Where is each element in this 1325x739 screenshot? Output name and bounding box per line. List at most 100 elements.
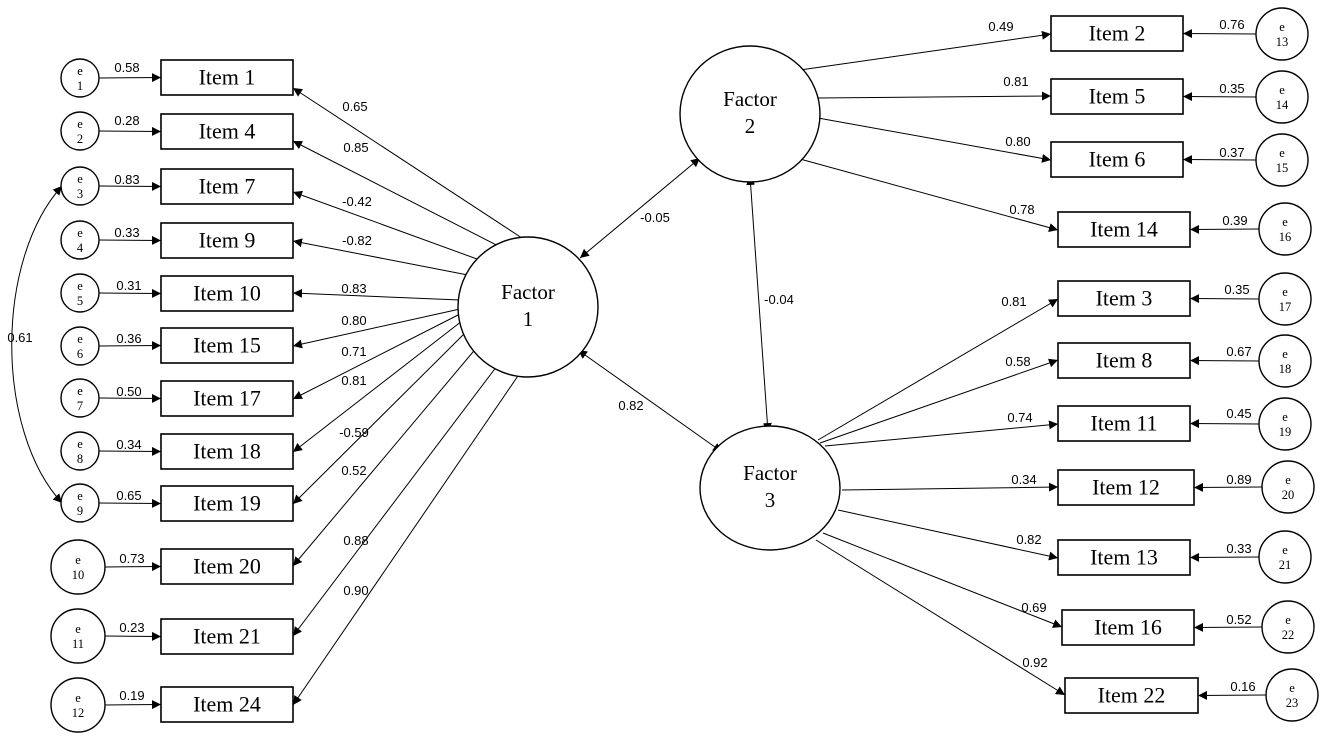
error-number: 15 [1276,161,1289,175]
error-number: 3 [77,187,83,201]
error-number: 6 [77,347,83,361]
error-loading-value: 0.45 [1226,406,1251,421]
item-box [1050,141,1184,178]
item-node: Item 7 [160,168,294,205]
error-arrow [1182,92,1257,102]
error-arrow [1189,224,1260,234]
error-circle [1261,600,1315,654]
error-loading-value: 0.34 [116,437,141,452]
error-loading-value: 0.83 [114,172,139,187]
error-loading-value: 0.73 [119,551,144,566]
error-arrow [1189,419,1260,429]
item-node: Item 18 [160,433,294,470]
error-node: e18 [1258,334,1312,388]
item-label: Item 4 [199,119,256,144]
loading-value: -0.42 [342,194,372,209]
error-node: e23 [1265,668,1319,722]
error-arrow [1189,356,1260,366]
error-circle [60,166,100,206]
item-node: Item 5 [1050,78,1184,115]
error-number: 11 [72,637,84,651]
error-node: e15 [1255,133,1309,187]
item-node: Item 13 [1057,539,1191,576]
item-label: Item 21 [193,624,261,649]
loading-arrow [292,345,479,567]
error-loading-value: 0.58 [114,60,139,75]
error-letter: e [77,384,83,398]
loading-arrow [822,532,1063,628]
factor-covariance-value: -0.05 [640,210,670,225]
loading-value: 0.58 [1005,354,1030,369]
error-letter: e [77,489,83,503]
item-box [160,222,294,259]
error-number: 13 [1276,35,1289,49]
error-letter: e [77,64,83,78]
item-label: Item 16 [1094,615,1162,640]
factor-covariance-arrow [577,349,723,453]
error-node: e11 [50,608,106,664]
error-letter: e [1282,543,1288,557]
error-circle [1258,202,1312,256]
error-loading-value: 0.28 [114,113,139,128]
loading-value: 0.83 [341,281,366,296]
loading-arrow [292,361,501,637]
loading-value: -0.59 [339,425,369,440]
item-box [160,485,294,522]
error-node: e21 [1258,530,1312,584]
error-loading-value: 0.16 [1230,679,1255,694]
loading-value: 0.49 [988,19,1013,34]
error-circle [1258,530,1312,584]
loading-value: 0.71 [341,344,366,359]
error-loading-value: 0.50 [116,384,141,399]
item-box [1064,677,1199,714]
coefficient-labels-layer: 0.650.85-0.42-0.820.830.800.710.81-0.590… [7,17,1255,703]
item-label: Item 13 [1090,545,1158,570]
error-arrow [1193,482,1263,492]
item-box [1057,280,1191,317]
error-node: e7 [60,378,100,418]
error-circle [60,111,100,151]
item-node: Item 4 [160,113,294,150]
error-node: e3 [60,166,100,206]
loading-arrow [799,30,1052,71]
loading-arrow [292,87,526,241]
error-letter: e [75,691,81,705]
error-arrow [98,288,162,298]
item-box [160,618,294,655]
error-number: 14 [1276,98,1289,112]
error-letter: e [1282,285,1288,299]
error-number: 9 [77,504,83,518]
error-arrow [98,73,162,83]
error-circle [1258,397,1312,451]
loading-value: 0.80 [1005,134,1030,149]
error-letter: e [1279,83,1285,97]
loading-value: 0.88 [343,533,368,548]
item-box [1057,469,1195,506]
error-circle [1258,272,1312,326]
loading-value: 0.69 [1021,600,1046,615]
error-letter: e [77,279,83,293]
loading-value: 0.74 [1007,410,1032,425]
factor-ellipse [699,425,841,551]
loading-value: 0.85 [343,140,368,155]
error-loading-value: 0.31 [116,278,141,293]
item-node: Item 11 [1057,405,1191,442]
error-arrow [1182,155,1257,165]
error-circle [50,539,106,595]
loading-value: 0.81 [1001,294,1026,309]
item-label: Item 9 [199,228,256,253]
error-node: e8 [60,431,100,471]
loading-arrow [841,482,1059,492]
error-number: 16 [1279,230,1292,244]
factor-covariance-value: 0.82 [618,398,643,413]
error-number: 17 [1279,300,1292,314]
item-label: Item 10 [193,281,261,306]
factor-ellipse [457,236,599,378]
item-box [160,275,294,312]
error-number: 23 [1286,696,1299,710]
error-number: 5 [77,294,83,308]
factor-number: 2 [745,114,756,138]
error-circle [60,326,100,366]
